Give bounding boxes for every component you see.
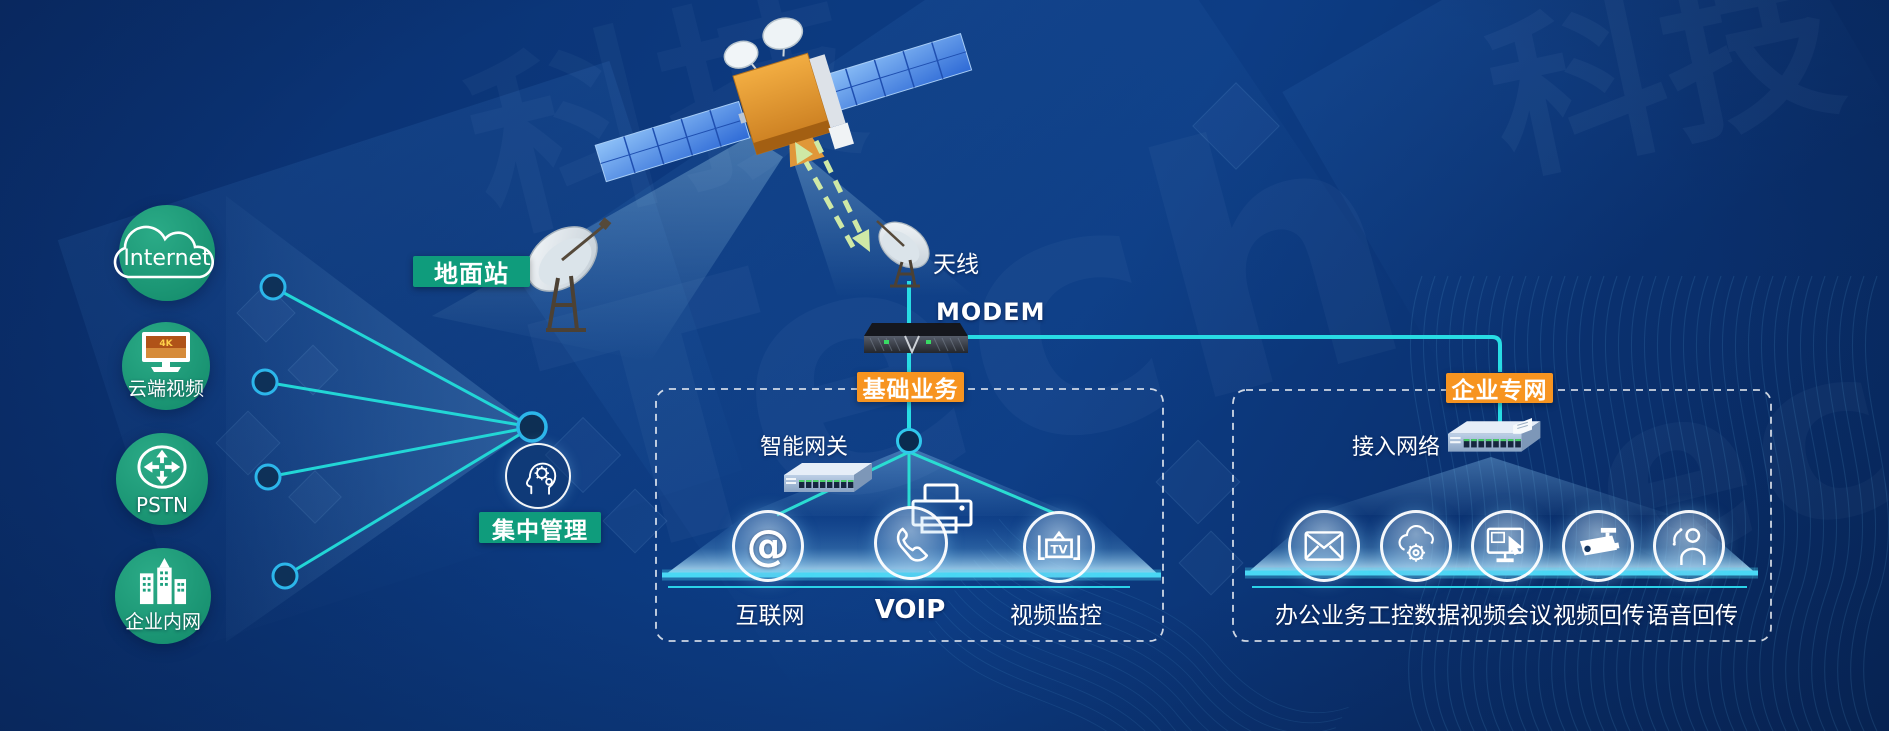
basic-services-tag: 基础业务: [857, 372, 964, 403]
node-dot: [259, 273, 287, 301]
enterprise-circle-office: [1288, 510, 1360, 582]
enterprise-network-box: [1232, 389, 1772, 642]
svg-text:Internet: Internet: [123, 246, 211, 271]
access-network-label: 接入网络: [1352, 435, 1441, 460]
at-icon: @: [746, 521, 790, 571]
source-label: PSTN: [136, 492, 188, 517]
mail-icon: [1304, 531, 1344, 561]
modem-label: MODEM: [936, 298, 1046, 326]
access-switch-icon: [1448, 418, 1541, 452]
router-icon: [137, 444, 187, 489]
convergence-dot: [516, 411, 548, 443]
ai-head-gears-icon: [505, 443, 571, 509]
satellite-icon: [594, 17, 973, 183]
source-label: 企业内网: [124, 611, 201, 633]
node-dot: [251, 368, 279, 396]
voice-support-icon: [1672, 528, 1706, 566]
node-dot: [254, 463, 282, 491]
ground-station-dish-icon: [526, 217, 612, 332]
phone-handset-icon: [896, 527, 929, 562]
satellite-beam-to-ground: [432, 136, 783, 362]
cloud-gear-icon: [1398, 525, 1434, 562]
source-internet: Internet: [113, 205, 215, 301]
service-circle-internet: @: [732, 510, 804, 582]
fan-light-cone: [226, 196, 532, 642]
monitor-video-icon: 4K: [142, 332, 190, 372]
buildings-icon: [139, 558, 187, 605]
source-pstn: PSTN: [116, 433, 208, 525]
source-label: 云端视频: [127, 378, 204, 400]
antenna-label: 天线: [933, 252, 979, 278]
gateway-switch-icon: [784, 463, 872, 492]
backbone-connectors: [907, 281, 1502, 430]
cloud-icon: Internet: [113, 225, 214, 279]
enterprise-circle-voice-return: [1653, 510, 1725, 582]
fan-lines: [264, 285, 533, 578]
enterprise-item-label: 工控数据: [1368, 603, 1460, 629]
enterprise-circle-industrial: [1380, 510, 1452, 582]
enterprise-item-label: 办公业务: [1275, 603, 1367, 629]
antenna-dish-icon: [876, 220, 930, 288]
basic-item-label: 视频监控: [1010, 603, 1102, 629]
basic-item-label: VOIP: [874, 595, 946, 625]
svg-text:4K: 4K: [159, 339, 173, 349]
tv-icon: TV: [1037, 530, 1081, 560]
service-circle-monitoring: TV: [1023, 511, 1095, 583]
modem-device-icon: [864, 323, 968, 355]
enterprise-item-label: 视频回传: [1553, 603, 1645, 629]
node-dot: [271, 562, 299, 590]
source-intranet: 企业内网: [115, 548, 211, 644]
cctv-camera-icon: [1579, 527, 1620, 556]
source-cloud-video: 4K 云端视频: [122, 322, 210, 410]
basic-item-label: 互联网: [735, 603, 805, 629]
uplink-arrowhead: [795, 142, 813, 164]
downlink-arrowhead: [852, 229, 870, 252]
service-circle-voip: [874, 506, 948, 580]
gateway-label: 智能网关: [760, 435, 849, 460]
video-conference-icon: [1486, 527, 1524, 563]
enterprise-circle-video-conf: [1471, 510, 1543, 582]
access-light-cone: [1308, 457, 1672, 515]
uplink-downlink-arrows: [795, 139, 870, 252]
enterprise-circle-video-return: [1562, 510, 1634, 582]
enterprise-network-tag: 企业专网: [1446, 373, 1553, 404]
enterprise-item-label: 语音回传: [1646, 603, 1738, 629]
gateway-node: [896, 428, 922, 454]
svg-text:TV: TV: [1051, 542, 1068, 556]
ground-station-tag: 地面站: [413, 256, 530, 288]
enterprise-item-label: 视频会议: [1460, 603, 1552, 629]
fan-node-dots: [251, 273, 548, 590]
management-tag: 集中管理: [479, 512, 601, 544]
